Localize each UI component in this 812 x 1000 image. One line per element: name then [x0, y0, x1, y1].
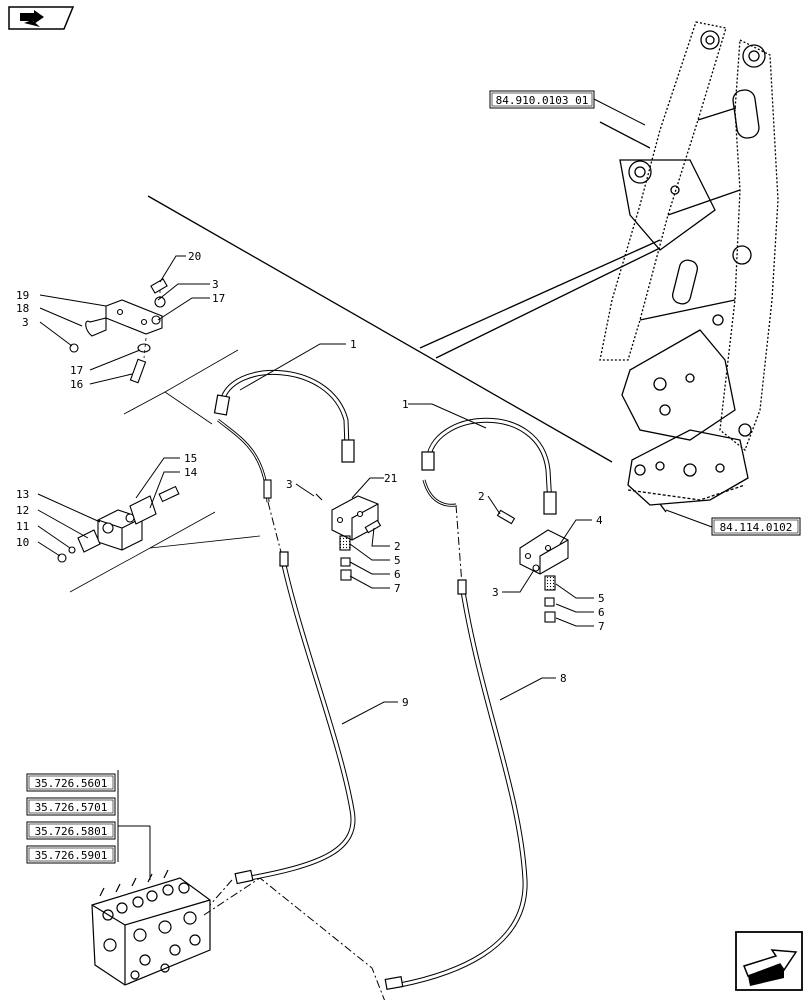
- section-triangles: [69, 349, 261, 593]
- control-valve-block: [91, 869, 211, 986]
- ref-box-valve-1[interactable]: 35.726.5601: [26, 773, 116, 792]
- callout-7-b: 7: [598, 620, 605, 633]
- ref-box-valve-2[interactable]: 35.726.5701: [26, 797, 116, 816]
- callout-3-d: 3: [492, 586, 499, 599]
- ref-box-valve-4[interactable]: 35.726.5901: [26, 845, 116, 864]
- bracket-4-assembly: [496, 509, 569, 623]
- callout-16: 16: [70, 378, 83, 391]
- callout-1-a: 1: [350, 338, 357, 351]
- callout-17-b: 17: [70, 364, 83, 377]
- clamp-assembly-upper: [69, 278, 168, 384]
- callout-15: 15: [184, 452, 197, 465]
- clamp-assembly-middle: [57, 485, 180, 563]
- ref-text-valve-4: 35.726.5901: [35, 849, 108, 862]
- hose-1-left: [213, 369, 355, 503]
- callout-14: 14: [184, 466, 198, 479]
- callout-2-b: 2: [478, 490, 485, 503]
- callout-1-b: 1: [402, 398, 409, 411]
- ref-text-valve-2: 35.726.5701: [35, 801, 108, 814]
- callout-3-b: 3: [212, 278, 219, 291]
- ref-text-boom-upper: 84.910.0103 01: [496, 94, 589, 107]
- callout-3-c: 3: [286, 478, 293, 491]
- callout-9: 9: [402, 696, 409, 709]
- ref-text-boom-lower: 84.114.0102: [720, 521, 793, 534]
- ref-stack-valve: 35.726.5601 35.726.5701 35.726.5801 35.7…: [26, 770, 151, 880]
- ref-box-valve-3[interactable]: 35.726.5801: [26, 821, 116, 840]
- callout-18: 18: [16, 302, 29, 315]
- callout-20: 20: [188, 250, 201, 263]
- hose-8: [384, 579, 528, 991]
- callout-2-a: 2: [394, 540, 401, 553]
- hose-1-right: [421, 417, 557, 515]
- callout-5-a: 5: [394, 554, 401, 567]
- connection-lines: [203, 501, 463, 1000]
- callout-5-b: 5: [598, 592, 605, 605]
- callout-labels: 20 19 18 3 3 17 17 16 1 1 15 14 13 12 11…: [16, 250, 605, 709]
- ref-box-boom-upper[interactable]: 84.910.0103 01: [489, 90, 595, 109]
- loader-boom-arm: [599, 21, 779, 506]
- section-lines: [147, 121, 667, 513]
- hose-9: [234, 551, 356, 885]
- callout-6-b: 6: [598, 606, 605, 619]
- next-page-arrow-icon[interactable]: [734, 930, 804, 992]
- ref-box-boom-lower[interactable]: 84.114.0102: [711, 517, 801, 536]
- leader-lines: [37, 255, 594, 725]
- callout-19: 19: [16, 289, 29, 302]
- callout-13: 13: [16, 488, 29, 501]
- return-arrow-icon[interactable]: [6, 4, 76, 32]
- callout-12: 12: [16, 504, 29, 517]
- callout-11: 11: [16, 520, 29, 533]
- callout-17-a: 17: [212, 292, 225, 305]
- callout-6-a: 6: [394, 568, 401, 581]
- ref-text-valve-3: 35.726.5801: [35, 825, 108, 838]
- callout-8: 8: [560, 672, 567, 685]
- callout-21: 21: [384, 472, 397, 485]
- callout-10: 10: [16, 536, 29, 549]
- callout-4: 4: [596, 514, 603, 527]
- ref-text-valve-1: 35.726.5601: [35, 777, 108, 790]
- callout-7-a: 7: [394, 582, 401, 595]
- bracket-21-assembly: [315, 493, 382, 581]
- callout-3-a: 3: [22, 316, 29, 329]
